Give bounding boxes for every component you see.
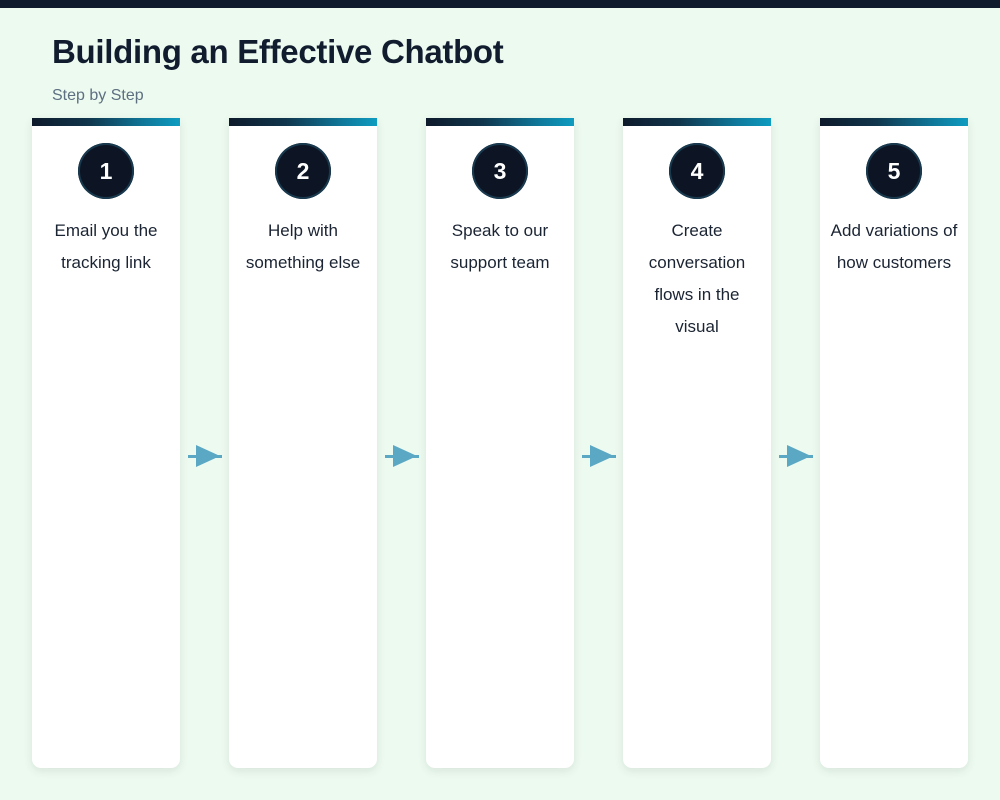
step-card-1[interactable]: 1 Email you the tracking link bbox=[32, 118, 180, 768]
connector-4 bbox=[771, 118, 820, 768]
step-card-5[interactable]: 5 Add variations of how customers bbox=[820, 118, 968, 768]
page-subtitle: Step by Step bbox=[52, 86, 144, 104]
step-card-2[interactable]: 2 Help with something else bbox=[229, 118, 377, 768]
step-description: Speak to our support team bbox=[450, 221, 550, 272]
step-description: Add variations of how customers bbox=[830, 221, 958, 272]
step-number-badge: 4 bbox=[669, 143, 725, 199]
arrow-head bbox=[392, 445, 417, 467]
page-title: Building an Effective Chatbot bbox=[52, 33, 504, 70]
step-number-badge: 1 bbox=[78, 143, 134, 199]
arrow-right-icon bbox=[581, 445, 616, 467]
step-description: Help with something else bbox=[245, 221, 361, 272]
steps-flow: 1 Email you the tracking link 2 Help wit… bbox=[32, 118, 968, 768]
step-number-badge: 5 bbox=[866, 143, 922, 199]
card-gradient-bar bbox=[623, 118, 771, 126]
card-gradient-bar bbox=[229, 118, 377, 126]
arrow-right-icon bbox=[187, 445, 222, 467]
connector-1 bbox=[180, 118, 229, 768]
arrow-right-icon bbox=[778, 445, 813, 467]
step-number-badge: 3 bbox=[472, 143, 528, 199]
step-card-3[interactable]: 3 Speak to our support team bbox=[426, 118, 574, 768]
card-gradient-bar bbox=[426, 118, 574, 126]
step-description: Email you the tracking link bbox=[54, 221, 158, 272]
top-accent-bar bbox=[0, 0, 1000, 8]
card-gradient-bar bbox=[820, 118, 968, 126]
arrow-head bbox=[786, 445, 811, 467]
connector-2 bbox=[377, 118, 426, 768]
arrow-head bbox=[195, 445, 220, 467]
connector-3 bbox=[574, 118, 623, 768]
card-gradient-bar bbox=[32, 118, 180, 126]
step-number-badge: 2 bbox=[275, 143, 331, 199]
arrow-head bbox=[589, 445, 614, 467]
page-header: Building an Effective Chatbot Step by St… bbox=[52, 8, 952, 105]
arrow-right-icon bbox=[384, 445, 419, 467]
step-card-4[interactable]: 4 Create conversation flows in the visua… bbox=[623, 118, 771, 768]
step-description: Create conversation flows in the visual bbox=[648, 221, 746, 336]
